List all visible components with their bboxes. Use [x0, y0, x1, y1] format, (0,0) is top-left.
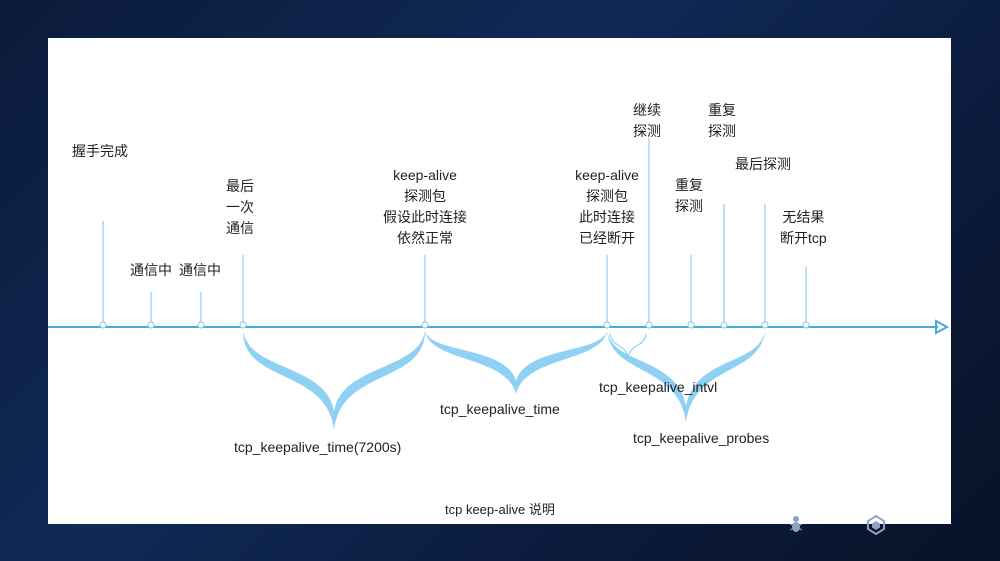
label-last-probe: 最后探测: [735, 156, 791, 172]
marker-repeat-probe1: [687, 321, 695, 329]
param-keepalive-probes: tcp_keepalive_probes: [633, 430, 770, 446]
brace-keepalive-probes: [607, 331, 765, 422]
marker-last-probe: [761, 321, 769, 329]
brace-keepalive-time-7200: [243, 331, 425, 430]
param-keepalive-time: tcp_keepalive_time: [440, 401, 560, 417]
label-comm2: 通信中: [179, 262, 221, 278]
ant-logo: [786, 514, 866, 538]
marker-last-comm: [239, 321, 247, 329]
marker-continue-probe: [645, 321, 653, 329]
label-no-result: 无结果 断开tcp: [780, 209, 827, 246]
brace-keepalive-time: [425, 331, 607, 394]
event-ticks: [99, 138, 810, 329]
param-keepalive-intvl: tcp_keepalive_intvl: [599, 379, 718, 395]
marker-probe2: [603, 321, 611, 329]
keepalive-timeline-diagram: [48, 138, 950, 430]
label-repeat-probe2: 重复 探测: [708, 102, 736, 139]
marker-no-result: [802, 321, 810, 329]
marker-probe1: [421, 321, 429, 329]
param-keepalive-time-7200: tcp_keepalive_time(7200s): [234, 439, 402, 455]
ant-logo-icon: [789, 516, 803, 532]
label-continue-probe: 继续 探测: [633, 102, 661, 139]
label-handshake: 握手完成: [72, 143, 128, 159]
label-last-comm: 最后 一次 通信: [226, 178, 254, 236]
label-probe1: keep-alive 探测包 假设此时连接 依然正常: [383, 167, 467, 246]
timeline-arrow-icon: [935, 319, 950, 335]
interval-braces: [243, 331, 765, 430]
label-repeat-probe1: 重复 探测: [675, 177, 703, 214]
sofastack-logo: [866, 514, 956, 538]
marker-comm1: [147, 321, 155, 329]
marker-repeat-probe2: [720, 321, 728, 329]
brace-keepalive-intvl: [609, 333, 647, 358]
slide-canvas: 握手完成 通信中 通信中 最后 一次 通信 keep-alive 探测包 假设此…: [48, 38, 951, 524]
label-comm1: 通信中: [130, 262, 172, 278]
diagram-caption: tcp keep-alive 说明: [445, 502, 555, 517]
marker-handshake: [99, 321, 107, 329]
label-probe2: keep-alive 探测包 此时连接 已经断开: [575, 167, 639, 246]
sofastack-logo-icon: [867, 514, 885, 536]
marker-comm2: [197, 321, 205, 329]
